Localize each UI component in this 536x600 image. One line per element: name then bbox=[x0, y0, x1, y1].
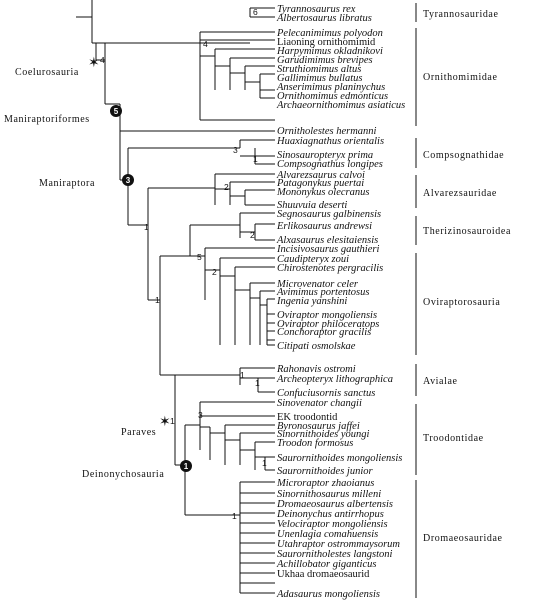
family-label-ornithomimidae: Ornithomimidae bbox=[423, 72, 498, 83]
family-label-tyrannosauridae: Tyrannosauridae bbox=[423, 9, 499, 20]
taxon-label: Pelecanimimus polyodon bbox=[276, 28, 383, 39]
taxon-label: Archeopteryx lithographica bbox=[276, 374, 393, 385]
taxon-label: Dromaeosaurus albertensis bbox=[276, 499, 393, 510]
taxon-label: Avimimus portentosus bbox=[276, 287, 369, 298]
taxon-labels: Tyrannosaurus rex Albertosaurus libratus… bbox=[276, 4, 405, 600]
taxon-label: Harpymimus okladnikovi bbox=[276, 46, 383, 57]
support-oviraptorosauria-outer: 5 bbox=[197, 252, 202, 262]
family-labels: Tyrannosauridae Ornithomimidae Compsogna… bbox=[423, 9, 511, 544]
support-coelurosauria: 4 bbox=[100, 55, 105, 65]
taxon-label: Achillobator giganticus bbox=[276, 559, 376, 570]
star-icon: ✶ bbox=[88, 55, 100, 71]
taxon-label: Sinovenator changii bbox=[277, 398, 362, 409]
taxon-label: Adasaurus mongoliensis bbox=[276, 589, 380, 600]
taxon-label: Ingenia yanshini bbox=[276, 296, 347, 307]
clade-label-paraves: Paraves bbox=[121, 427, 156, 438]
support-archeopteryx-pair: 1 bbox=[255, 378, 260, 388]
clade-label-coelurosauria: Coelurosauria bbox=[15, 67, 79, 78]
node-markers: 5 3 1 bbox=[110, 105, 192, 472]
clade-labels: Coelurosauria Maniraptoriformes Manirapt… bbox=[4, 67, 164, 480]
taxon-label: EK troodontid bbox=[277, 412, 338, 423]
family-label-oviraptorosauria: Oviraptorosauria bbox=[423, 297, 500, 308]
taxon-label: Utahraptor ostrommaysorum bbox=[277, 539, 400, 550]
support-compsognathidae: 3 bbox=[233, 145, 238, 155]
support-saurornithoides-pair: 1 bbox=[262, 458, 267, 468]
node-marker-maniraptora bbox=[122, 174, 134, 186]
tree-branches bbox=[76, 0, 275, 594]
taxon-label: Struthiomimus altus bbox=[277, 64, 361, 75]
taxon-label: Liaoning ornithomimid bbox=[277, 37, 376, 48]
family-label-dromaeosauridae: Dromaeosauridae bbox=[423, 533, 503, 544]
taxon-label: Velociraptor mongoliensis bbox=[277, 519, 388, 530]
taxon-label: Mononykus olecranus bbox=[276, 187, 369, 198]
taxon-label: Shuuvuia deserti bbox=[277, 200, 347, 211]
taxon-label: Rahonavis ostromi bbox=[276, 364, 356, 375]
taxon-label: Segnosaurus galbinensis bbox=[277, 209, 381, 220]
support-maniraptora-inner: 1 bbox=[144, 222, 149, 232]
support-compsognathus-pair: 1 bbox=[253, 154, 258, 164]
node-marker-label: 3 bbox=[126, 176, 131, 185]
taxon-label: Erlikosaurus andrewsi bbox=[276, 221, 372, 232]
taxon-label: Byronosaurus jaffei bbox=[277, 421, 360, 432]
taxon-label: Albertosaurus libratus bbox=[276, 13, 372, 24]
node-marker-label: 5 bbox=[114, 107, 119, 116]
node-marker-maniraptoriformes bbox=[110, 105, 122, 117]
taxon-label: Confuciusornis sanctus bbox=[277, 388, 375, 399]
taxon-label: Anserimimus planinychus bbox=[276, 82, 385, 93]
taxon-label: Saurornithoides mongoliensis bbox=[277, 453, 402, 464]
taxon-label: Caudipteryx zoui bbox=[277, 254, 349, 265]
clade-label-maniraptora: Maniraptora bbox=[39, 178, 95, 189]
taxon-label: Sinornithoides youngi bbox=[277, 429, 370, 440]
taxon-label: Conchoraptor gracilis bbox=[277, 327, 371, 338]
taxon-label: Incisivosaurus gauthieri bbox=[276, 244, 379, 255]
support-paraves: 1 bbox=[170, 416, 175, 426]
clade-label-maniraptoriformes: Maniraptoriformes bbox=[4, 114, 90, 125]
taxon-label: Saurornitholestes langstoni bbox=[277, 549, 392, 560]
support-tyrannosauridae: 6 bbox=[253, 7, 258, 17]
star-icon: ✶ bbox=[159, 414, 171, 430]
support-oviraptorosauria-inner: 2 bbox=[212, 267, 217, 277]
family-label-compsognathidae: Compsognathidae bbox=[423, 150, 504, 161]
taxon-label: Citipati osmolskae bbox=[277, 341, 356, 352]
taxon-label: Alvarezsaurus calvoi bbox=[276, 170, 365, 181]
clade-label-deinonychosauria: Deinonychosauria bbox=[82, 469, 164, 480]
taxon-label: Ukhaa dromaeosaurid bbox=[277, 569, 370, 580]
taxon-label: Tyrannosaurus rex bbox=[277, 4, 356, 15]
taxon-label: Huaxiagnathus orientalis bbox=[276, 136, 384, 147]
node-marker-label: 1 bbox=[184, 462, 189, 471]
taxon-label: Ornitholestes hermanni bbox=[277, 126, 377, 137]
family-label-alvarezsauridae: Alvarezsauridae bbox=[423, 188, 497, 199]
taxon-label: Deinonychus antirrhopus bbox=[276, 509, 384, 520]
support-values: 6 4 4 3 1 2 1 1 2 5 2 1 1 1 3 1 1 bbox=[100, 7, 267, 521]
taxon-label: Microvenator celer bbox=[276, 279, 359, 290]
taxon-label: Oviraptor philoceratops bbox=[277, 319, 379, 330]
node-marker-deinonychosauria bbox=[180, 460, 192, 472]
support-dromaeosauridae: 1 bbox=[232, 511, 237, 521]
taxon-label: Sinornithosaurus milleni bbox=[277, 489, 381, 500]
taxon-label: Compsognathus longipes bbox=[277, 159, 383, 170]
taxon-label: Oviraptor mongoliensis bbox=[277, 310, 377, 321]
taxon-label: Archaeornithomimus asiaticus bbox=[276, 100, 405, 111]
taxon-label: Garudimimus brevipes bbox=[277, 55, 373, 66]
taxon-label: Sinosauropteryx prima bbox=[277, 150, 373, 161]
support-avialae: 1 bbox=[240, 370, 245, 380]
taxon-label: Chirostenotes pergracilis bbox=[277, 263, 383, 274]
support-ornithomimidae: 4 bbox=[203, 39, 208, 49]
support-therizinosauroidea: 2 bbox=[250, 230, 255, 240]
taxon-label: Ornithomimus edmonticus bbox=[277, 91, 388, 102]
taxon-label: Patagonykus puertai bbox=[276, 178, 364, 189]
support-troodontidae: 3 bbox=[198, 410, 203, 420]
family-label-avialae: Avialae bbox=[423, 376, 458, 387]
support-oviraptor-therizino: 1 bbox=[155, 295, 160, 305]
taxon-label: Troodon formosus bbox=[277, 438, 353, 449]
taxon-label: Alxasaurus elesitaiensis bbox=[276, 235, 378, 246]
taxon-label: Gallimimus bullatus bbox=[277, 73, 362, 84]
taxon-label: Unenlagia comahuensis bbox=[277, 529, 378, 540]
taxon-label: Microraptor zhaoianus bbox=[276, 478, 374, 489]
family-label-troodontidae: Troodontidae bbox=[423, 433, 484, 444]
family-label-therizinosauroidea: Therizinosauroidea bbox=[423, 226, 511, 237]
taxon-label: Saurornithoides junior bbox=[277, 466, 373, 477]
support-alvarezsauridae: 2 bbox=[224, 182, 229, 192]
